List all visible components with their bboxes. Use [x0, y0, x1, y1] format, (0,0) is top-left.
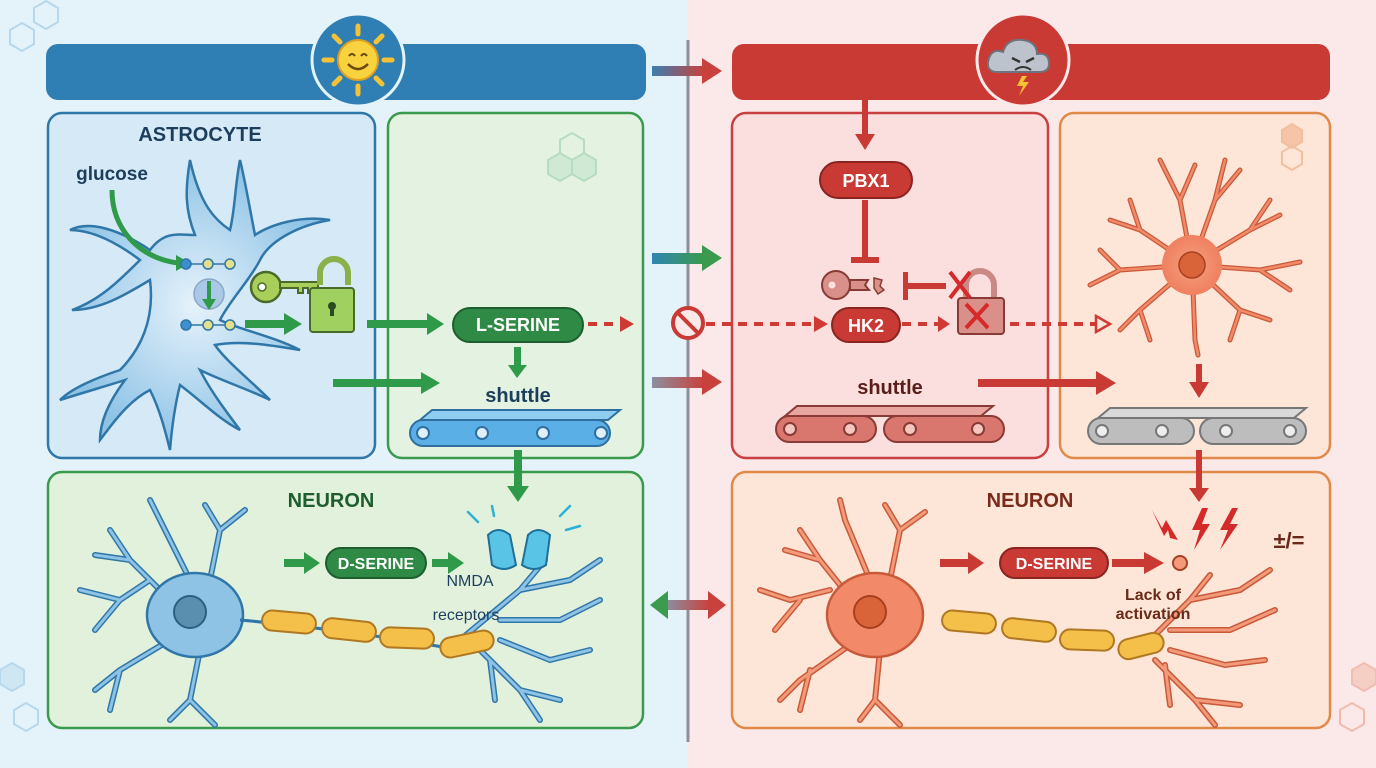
imbalance-symbol: ±/=	[1273, 528, 1304, 553]
key-icon	[249, 270, 319, 304]
disease-neuron-title: NEURON	[987, 490, 1074, 512]
molecule-decoration-icon	[547, 131, 597, 183]
lightning-bolt-icon	[1152, 508, 1238, 550]
healthy-neuron-cell-icon	[77, 497, 603, 728]
conveyor-shuttle-icon	[409, 409, 623, 447]
broken-conveyor-shuttle-icon	[775, 405, 1005, 443]
shuttle-label-disease: shuttle	[857, 377, 923, 399]
l-serine-pill	[452, 307, 584, 343]
astrocyte-title: ASTROCYTE	[138, 124, 261, 146]
storm-cloud-angry-icon	[975, 12, 1071, 108]
disease-astrocyte-cell-icon	[1088, 158, 1302, 357]
hexagon-decoration-icon	[1339, 661, 1376, 733]
nmda-receptor-icon	[466, 504, 582, 570]
red-arrow	[940, 364, 1209, 574]
astrocyte-nucleus	[1178, 251, 1206, 279]
d-serine-pill-healthy	[325, 547, 427, 579]
astrocyte-cell-icon	[59, 159, 331, 451]
dashed-arrowheads	[620, 313, 1113, 335]
lack-of-activation-line2: activation	[1116, 606, 1191, 623]
disease-neuron-cell-icon	[757, 497, 1278, 728]
molecule-decoration-icon	[1281, 122, 1303, 172]
broken-gray-conveyor-icon	[1087, 407, 1309, 445]
green-arrow	[284, 552, 464, 574]
d-serine-label-healthy: D-SERINE	[338, 556, 415, 573]
sun-smiling-icon	[310, 12, 406, 108]
shuttle-label-healthy: shuttle	[485, 385, 551, 407]
hk2-pill	[831, 307, 901, 343]
inhibition-bar	[903, 272, 946, 300]
broken-key-icon	[821, 270, 886, 300]
d-serine-pill-disease	[999, 547, 1109, 579]
nmda-label-line1: NMDA	[446, 573, 493, 590]
prohibited-icon	[671, 306, 705, 340]
hk2-label: HK2	[848, 316, 884, 336]
center-transition-arrow	[650, 58, 726, 619]
green-arrow	[245, 313, 529, 502]
l-serine-label: L-SERINE	[476, 315, 560, 335]
pbx1-pill	[819, 161, 913, 199]
conversion-arrowhead	[202, 299, 216, 310]
disease-astrocyte-panel	[730, 111, 1050, 460]
glucose-label: glucose	[76, 164, 148, 185]
glucose-arrow	[109, 189, 179, 266]
red-arrow	[851, 100, 879, 263]
lack-of-activation-line1: Lack of	[1125, 587, 1182, 604]
unlocked-padlock-icon	[309, 256, 355, 333]
nmda-label-line2: receptors	[433, 607, 500, 624]
locked-padlock-crossed-icon	[948, 268, 1005, 335]
hexagon-decoration-icon	[0, 0, 59, 733]
d-serine-label-disease: D-SERINE	[1016, 556, 1093, 573]
healthy-neuron-title: NEURON	[288, 490, 375, 512]
pbx1-label: PBX1	[842, 171, 889, 191]
metabolite-chain-icon	[180, 258, 236, 331]
